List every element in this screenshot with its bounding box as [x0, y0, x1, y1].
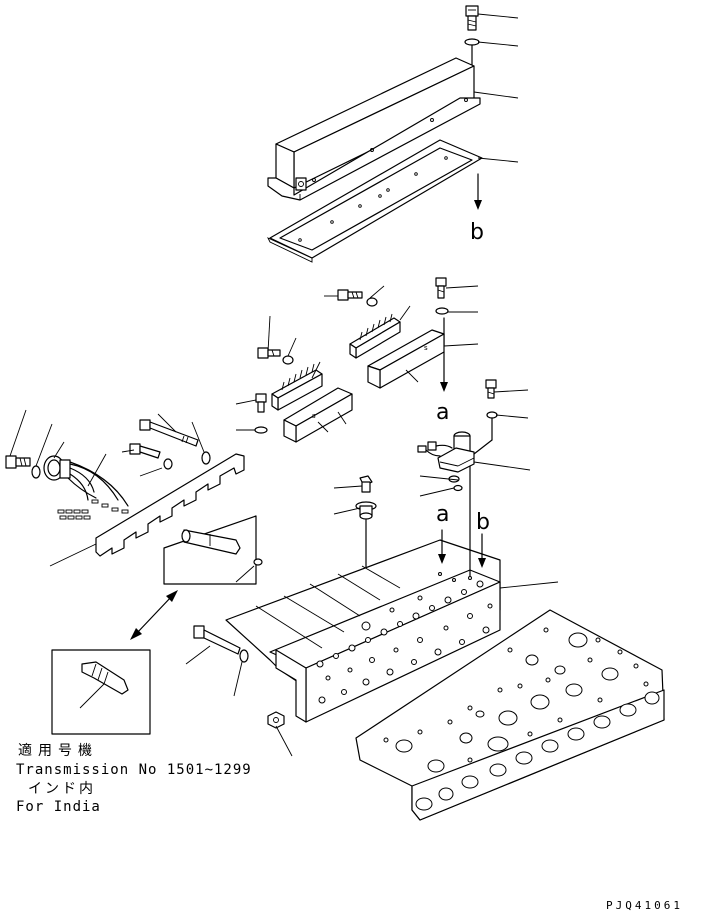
top-cover: [267, 57, 481, 201]
long-bolt-1: [139, 419, 199, 447]
reference-double-arrow: [130, 590, 178, 640]
bracket-upper: s: [367, 329, 445, 389]
body-nut: [267, 711, 285, 729]
ref-label-b-top: b: [470, 220, 484, 245]
bolt-mid-upper: [337, 289, 363, 301]
note-applicable-jp: 適用号機: [18, 743, 98, 759]
svg-text:s: s: [312, 412, 316, 420]
harness-bolt: [5, 455, 31, 469]
detail-box-upper: [163, 515, 257, 585]
bolt-right-upper: [435, 277, 447, 299]
bolt-mid-lower: [257, 347, 281, 359]
plug-body: [355, 501, 377, 520]
note-india-jp: インド内: [28, 781, 96, 797]
bolt-left-small: [255, 393, 267, 413]
harness-connector: [43, 455, 129, 520]
bracket-lower: s: [283, 387, 353, 443]
ref-label-a-low: a: [436, 502, 450, 527]
solenoid-bolt: [485, 379, 497, 399]
connector-strip-upper: [349, 313, 401, 359]
ref-label-a-mid: a: [436, 400, 450, 425]
harness-plate: [95, 453, 245, 557]
note-india-en: For India: [16, 799, 101, 815]
leader-lines: [9, 13, 559, 757]
base-gasket-plate: [355, 609, 665, 821]
solenoid-valve: [417, 431, 493, 473]
connector-strip-lower: [271, 363, 323, 411]
drawing-code: PJQ41061: [606, 899, 683, 912]
top-washer: [464, 38, 480, 46]
plug-cap: [359, 475, 373, 493]
detail-box-lower: [51, 649, 151, 735]
oring-2: [453, 484, 463, 492]
svg-text:s: s: [424, 344, 428, 352]
note-serial: Transmission No 1501~1299: [16, 762, 252, 778]
ref-label-b-low: b: [476, 510, 490, 535]
long-bolt-2: [129, 443, 161, 459]
body-long-bolt: [193, 625, 241, 655]
top-bolt: [465, 5, 479, 31]
valve-body: [225, 539, 501, 723]
